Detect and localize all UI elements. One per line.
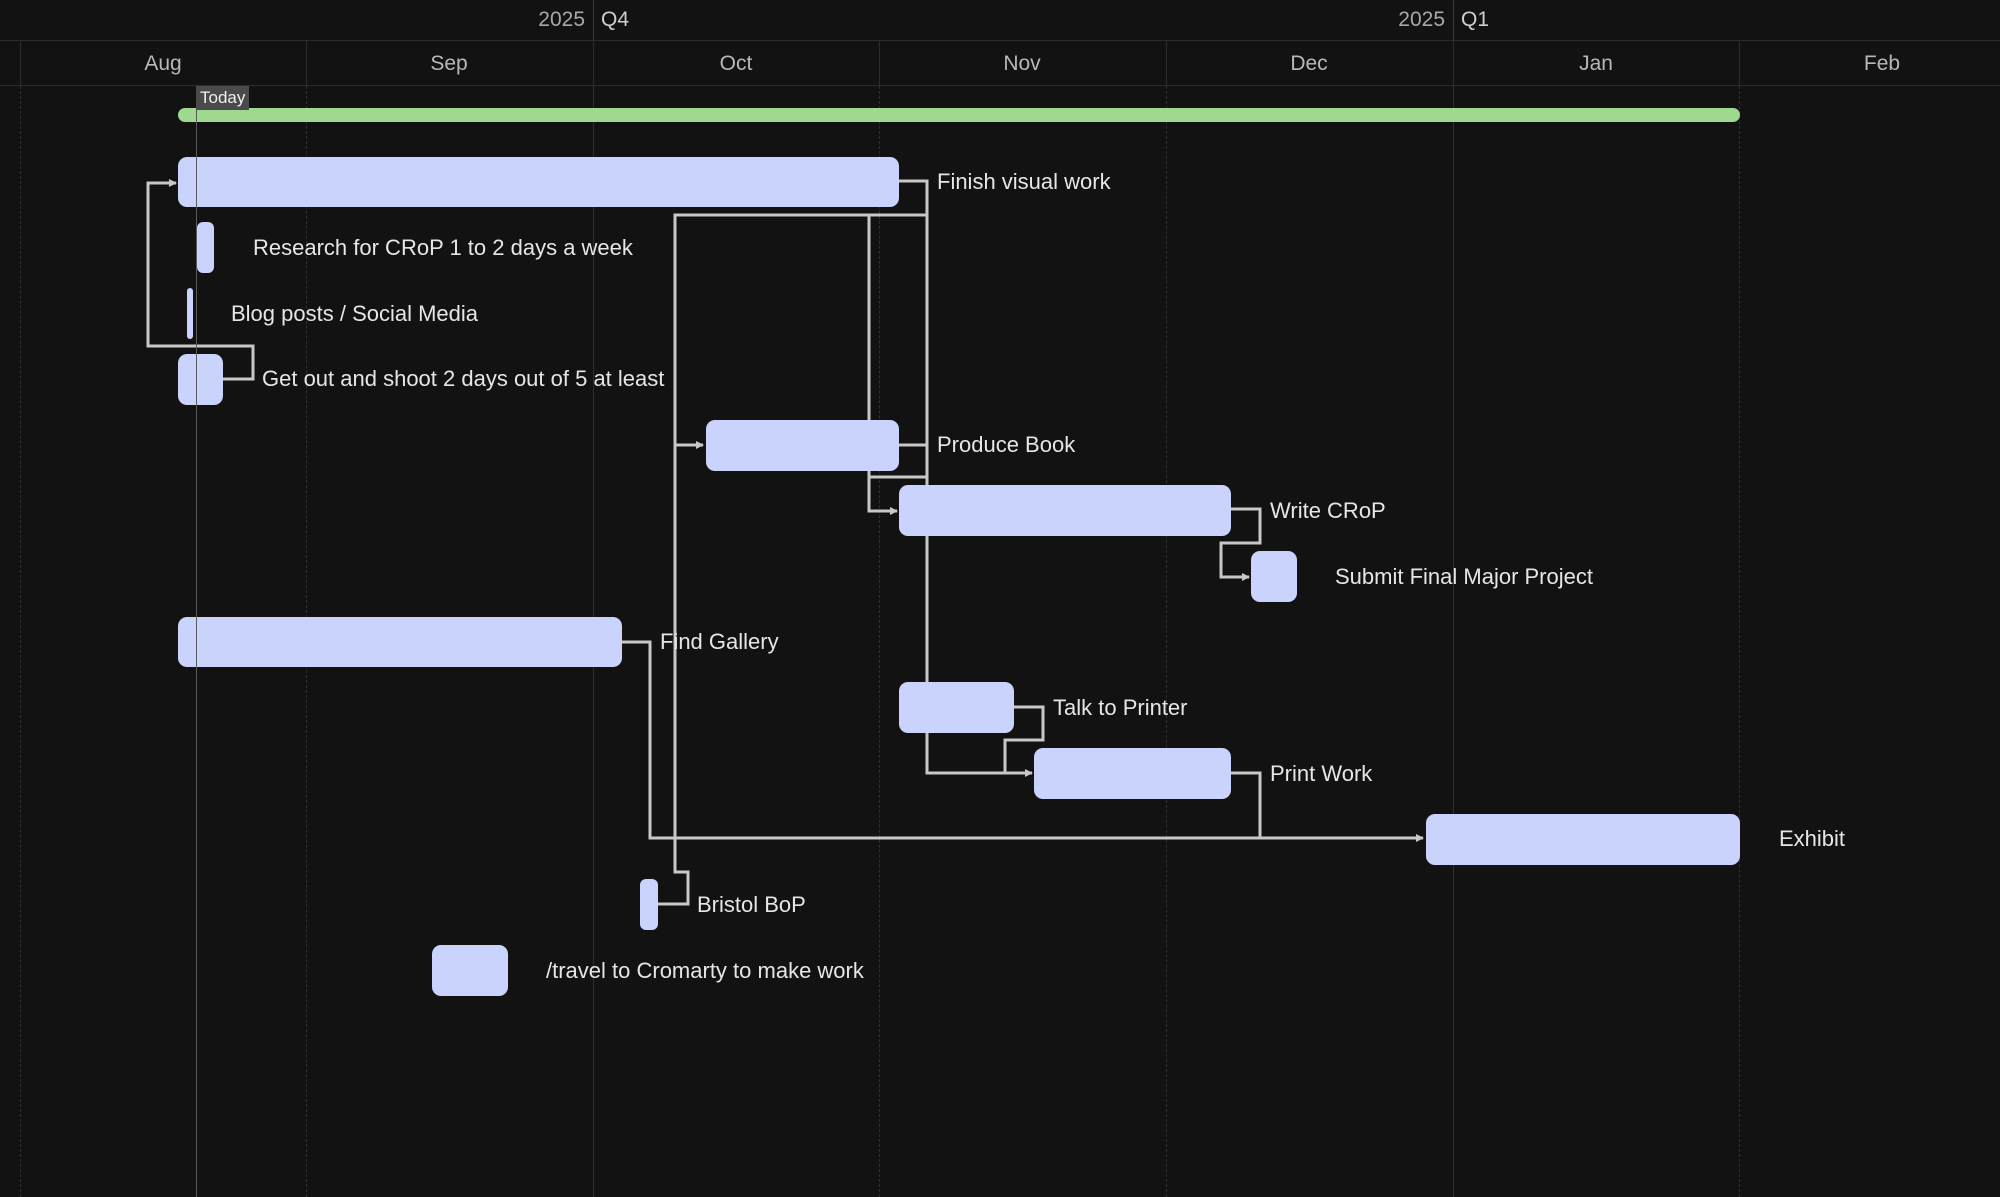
quarter-year: 2025 bbox=[1398, 8, 1445, 31]
task-label: Research for CRoP 1 to 2 days a week bbox=[253, 235, 633, 260]
dependency-bristol bbox=[656, 445, 690, 906]
month-label: Nov bbox=[1003, 52, 1041, 75]
task-label: Submit Final Major Project bbox=[1335, 564, 1593, 589]
month-label: Aug bbox=[144, 52, 182, 75]
task-bar[interactable] bbox=[187, 288, 193, 339]
task-label: /travel to Cromarty to make work bbox=[546, 958, 864, 983]
task-bar[interactable] bbox=[178, 354, 223, 405]
grid-line bbox=[1453, 86, 1454, 1197]
task-label: Finish visual work bbox=[937, 169, 1111, 194]
dependency-shoot-to-visual bbox=[146, 179, 255, 381]
task-label: Blog posts / Social Media bbox=[231, 301, 479, 326]
dependency-printer-to-print-2 bbox=[925, 731, 1005, 775]
month-divider bbox=[306, 41, 307, 85]
quarter-name: Q1 bbox=[1461, 8, 1490, 31]
task-label: Exhibit bbox=[1779, 826, 1846, 851]
month-divider bbox=[1166, 41, 1167, 85]
month-header bbox=[0, 41, 2000, 86]
today-marker-line bbox=[196, 86, 197, 1197]
month-label: Sep bbox=[430, 52, 468, 75]
month-label: Feb bbox=[1863, 52, 1901, 75]
task-label: Find Gallery bbox=[660, 629, 779, 654]
month-label: Jan bbox=[1579, 52, 1613, 75]
quarter-divider bbox=[593, 0, 594, 40]
month-divider bbox=[879, 41, 880, 85]
task-bar[interactable] bbox=[432, 945, 508, 996]
task-bar[interactable] bbox=[899, 485, 1231, 536]
task-label: Talk to Printer bbox=[1053, 695, 1188, 720]
grid-line bbox=[20, 86, 21, 1197]
dependency-book-to-crop bbox=[869, 443, 929, 479]
task-label: Get out and shoot 2 days out of 5 at lea… bbox=[262, 366, 665, 391]
month-divider bbox=[593, 41, 594, 85]
task-bar[interactable] bbox=[640, 879, 658, 930]
task-label: Print Work bbox=[1270, 761, 1373, 786]
today-marker: Today bbox=[196, 86, 250, 110]
dependency-crop-to-submit bbox=[1219, 507, 1262, 581]
dependency-visual-to-crop bbox=[867, 215, 898, 515]
quarter-year: 2025 bbox=[538, 8, 585, 31]
grid-line bbox=[879, 86, 880, 1197]
project-summary-bar[interactable] bbox=[178, 108, 1740, 122]
grid-line bbox=[1166, 86, 1167, 1197]
month-divider bbox=[1453, 41, 1454, 85]
quarter-header: 2025 Q4 2025 Q1 bbox=[0, 0, 2000, 41]
task-label: Write CRoP bbox=[1270, 498, 1386, 523]
dependency-print-to-exhibit bbox=[1230, 771, 1262, 838]
task-bar[interactable] bbox=[178, 157, 899, 207]
quarter-name: Q4 bbox=[601, 8, 630, 31]
task-label: Produce Book bbox=[937, 432, 1076, 457]
dependency-gallery-to-exhibit bbox=[620, 640, 1424, 842]
month-divider bbox=[20, 41, 21, 85]
task-bar[interactable] bbox=[197, 222, 214, 273]
task-bar[interactable] bbox=[1426, 814, 1740, 865]
task-bar[interactable] bbox=[178, 617, 622, 667]
task-bar[interactable] bbox=[1251, 551, 1297, 602]
quarter-divider bbox=[1453, 0, 1454, 40]
task-bar[interactable] bbox=[706, 420, 899, 471]
month-label: Dec bbox=[1290, 52, 1328, 75]
grid-line bbox=[1739, 86, 1740, 1197]
dependency-visual-to-book bbox=[673, 179, 929, 449]
month-divider bbox=[1739, 41, 1740, 85]
task-label: Bristol BoP bbox=[697, 892, 806, 917]
month-label: Oct bbox=[719, 52, 753, 75]
task-bar[interactable] bbox=[1034, 748, 1231, 799]
task-bar[interactable] bbox=[899, 682, 1014, 733]
dependency-printer-to-print bbox=[1003, 705, 1045, 777]
